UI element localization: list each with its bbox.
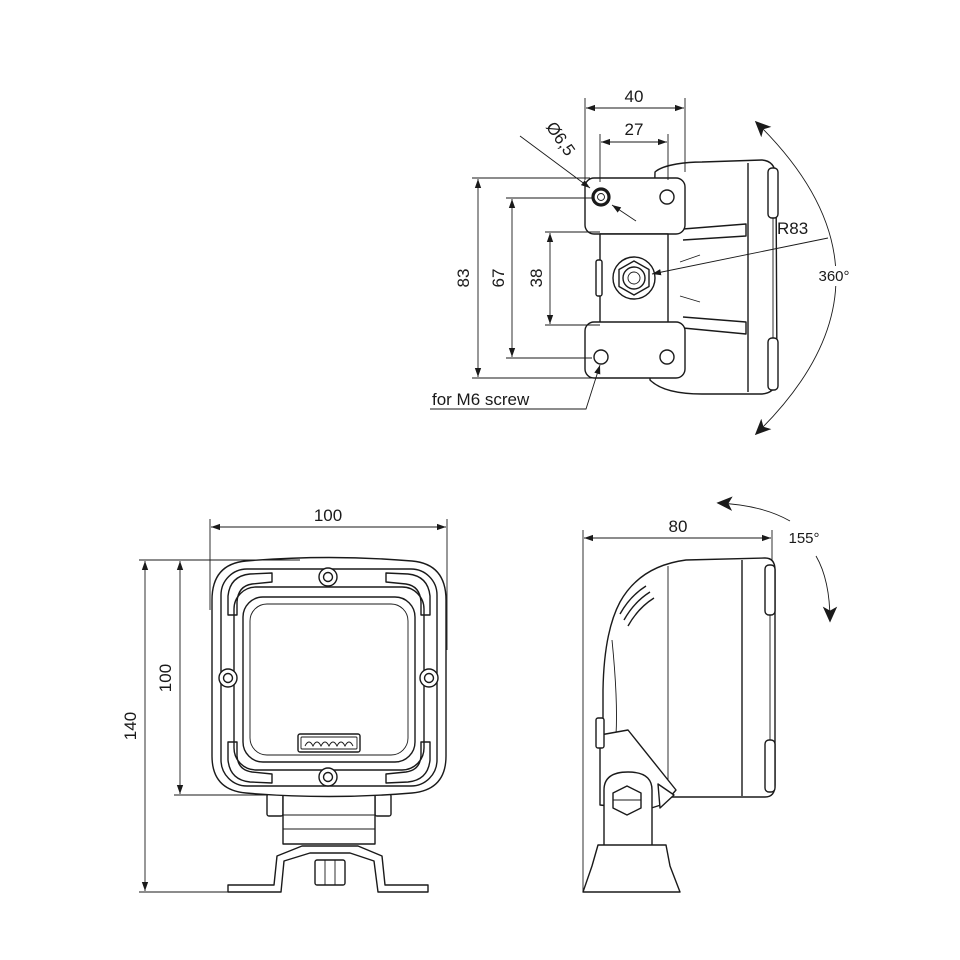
front-mount-column <box>282 793 376 845</box>
mount-hole <box>591 187 611 207</box>
mount-hole <box>593 349 609 365</box>
dim-label-housing-height: 100 <box>156 664 175 692</box>
dim-label-pivot: 38 <box>527 269 546 288</box>
rotation-angle-label: 360° <box>818 268 849 285</box>
tilt-arc <box>716 496 791 522</box>
dim-label-hole-spacing: 27 <box>625 120 644 139</box>
front-view: 100 140 100 <box>121 506 448 893</box>
dim-label-front-width: 100 <box>314 506 342 525</box>
logo-plate <box>297 733 361 753</box>
screw <box>318 567 338 587</box>
pivot-bolt <box>612 256 656 300</box>
dim-label-hole-diameter: Ø6,5 <box>542 118 579 159</box>
dim-label-height: 83 <box>454 269 473 288</box>
side-pivot-nut <box>612 785 642 816</box>
screw-note: for M6 screw <box>432 390 530 409</box>
dim-label-total-height: 140 <box>121 712 140 740</box>
mount-hole <box>659 349 675 365</box>
dim-label-radius: R83 <box>777 219 808 238</box>
mount-hole <box>659 189 675 205</box>
dim-label-depth: 80 <box>669 517 688 536</box>
front-base-plate <box>227 845 429 893</box>
screw <box>419 668 439 688</box>
dim-label-width: 40 <box>625 87 644 106</box>
side-view: 80 155° <box>582 496 838 893</box>
screw <box>318 767 338 787</box>
front-base-nut <box>314 859 346 886</box>
front-lens <box>242 596 416 763</box>
tilt-arc <box>815 555 838 623</box>
bottom-mount-plate <box>584 321 686 379</box>
tilt-angle-label: 155° <box>788 530 819 547</box>
screw <box>218 668 238 688</box>
side-base-foot <box>582 844 681 893</box>
top-view: 40 27 Ø6,5 R83 360° 83 67 38 for M6 scre… <box>430 87 855 436</box>
dim-label-hole-pitch: 67 <box>489 269 508 288</box>
